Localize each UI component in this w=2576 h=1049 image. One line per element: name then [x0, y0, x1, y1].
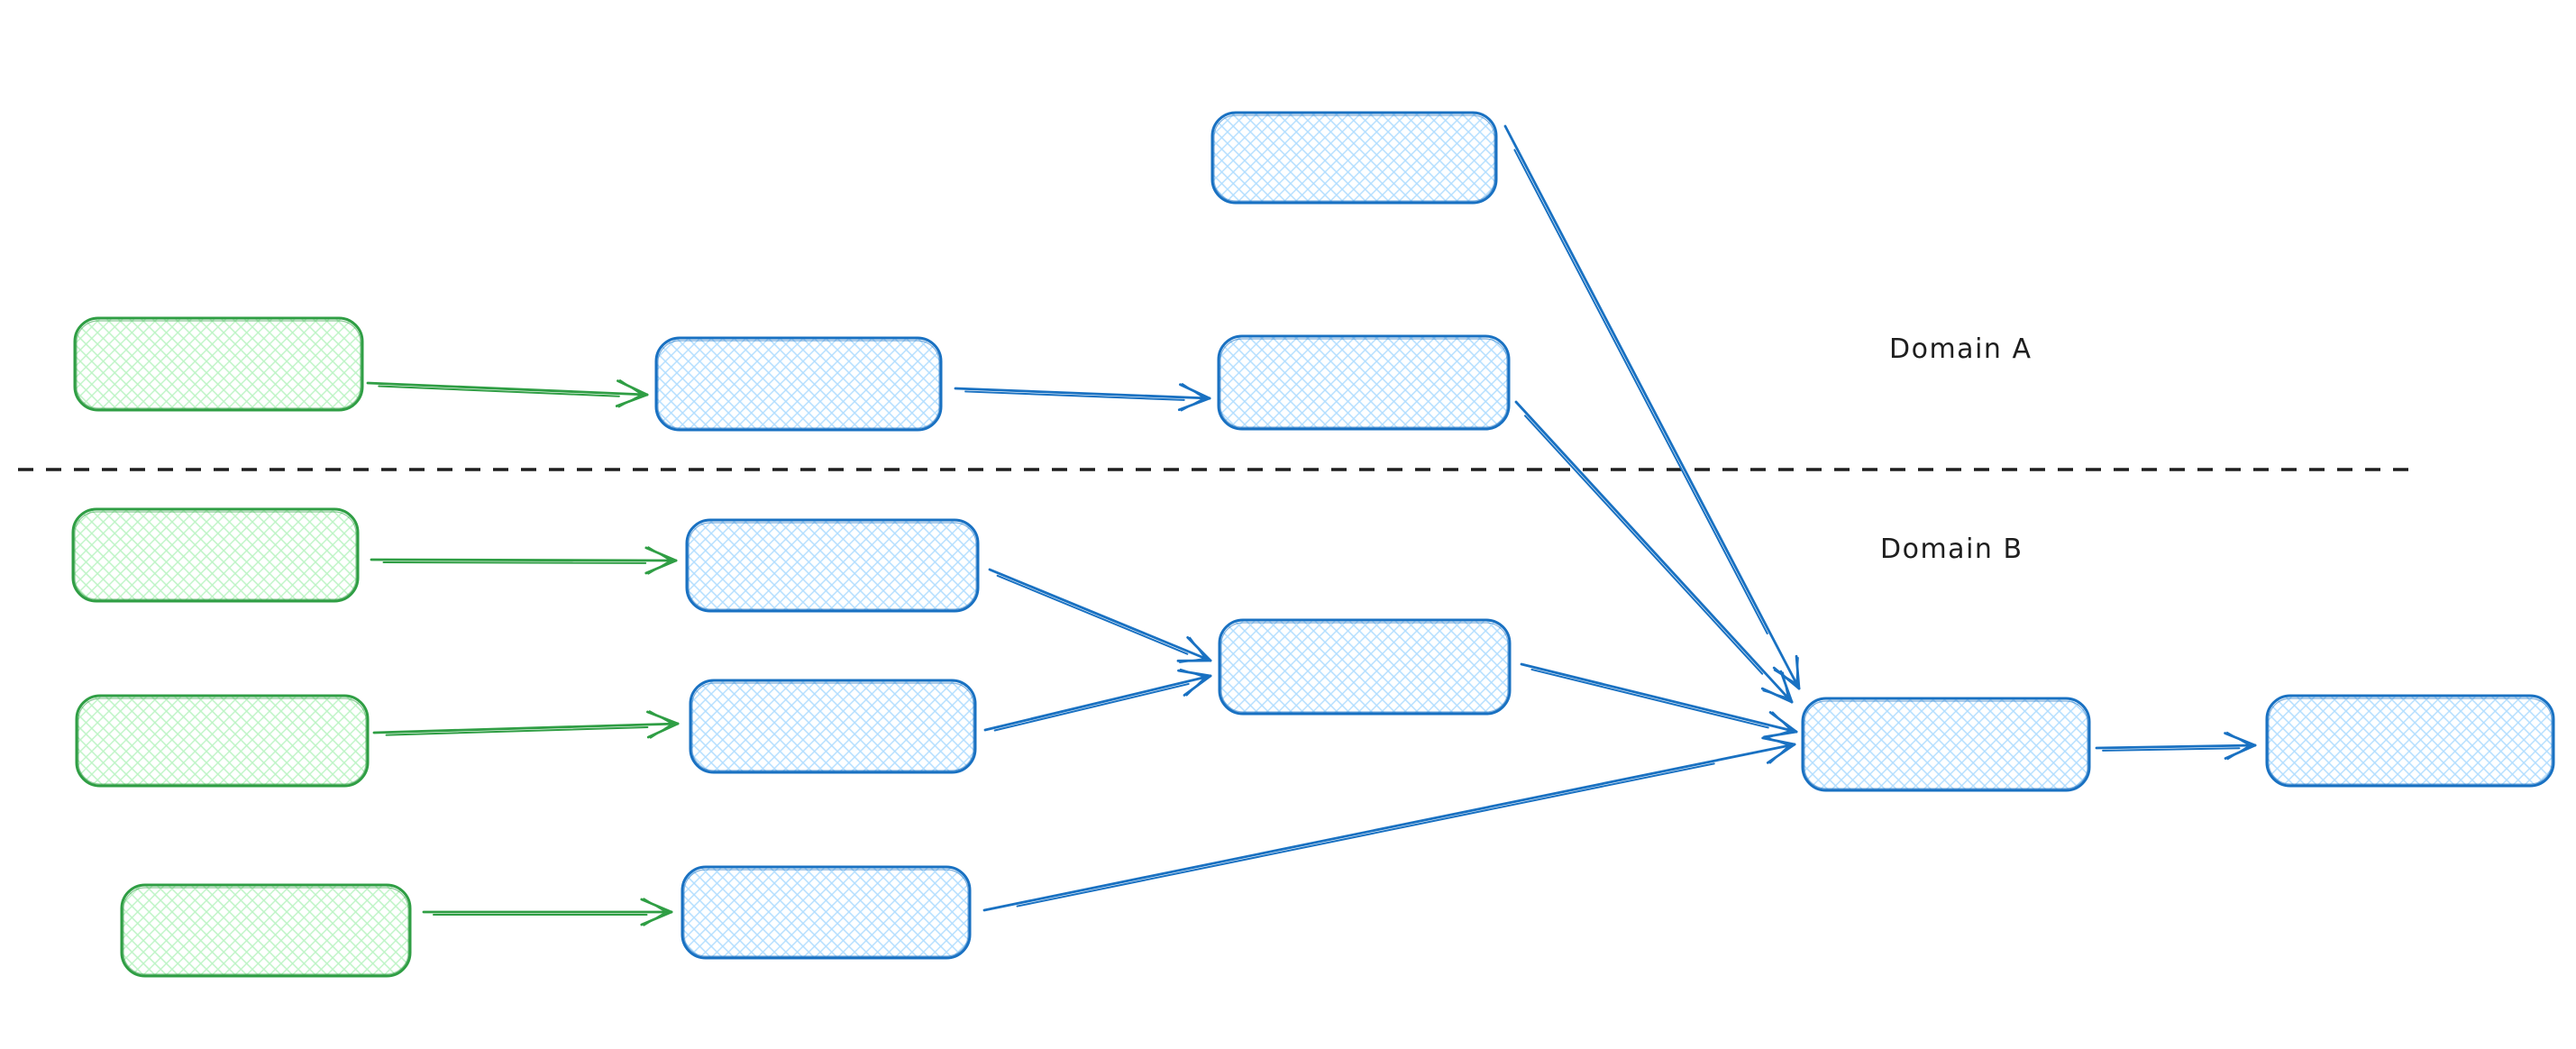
node-box-green-b2	[75, 694, 370, 788]
node-blue-a2	[1217, 334, 1511, 431]
node-box-blue-top	[1210, 111, 1498, 205]
arrow-blue-b3-to-blue-sink	[982, 735, 1796, 912]
node-blue-b2	[689, 679, 977, 774]
node-blue-b1	[685, 518, 980, 613]
node-box-blue-sink	[1801, 697, 2091, 792]
arrow-blue-b2-to-blue-b-mid	[983, 668, 1212, 732]
node-box-green-b3	[120, 883, 412, 978]
node-blue-sink	[1801, 697, 2091, 792]
node-box-blue-final	[2265, 694, 2555, 788]
domain-b-label: Domain B	[1880, 534, 2023, 565]
arrow-blue-top-to-blue-sink	[1503, 124, 1801, 690]
node-box-blue-a1	[654, 336, 943, 432]
node-box-blue-b3	[681, 865, 972, 960]
arrow-blue-b-mid-to-blue-sink	[1520, 662, 1798, 739]
node-green-b2	[75, 694, 370, 788]
arrow-blue-b1-to-blue-b-mid	[988, 568, 1212, 663]
arrow-green-b3-to-blue-b3	[422, 898, 673, 926]
node-box-blue-b1	[685, 518, 980, 613]
domain-a-label: Domain A	[1889, 333, 2032, 365]
node-box-blue-b-mid	[1218, 618, 1512, 716]
arrow-green-a-to-blue-a1	[366, 379, 649, 408]
arrow-blue-a1-to-blue-a2	[954, 383, 1211, 412]
node-box-blue-b2	[689, 679, 977, 774]
node-blue-b3	[681, 865, 972, 960]
arrow-green-b2-to-blue-b2	[372, 710, 680, 739]
node-blue-b-mid	[1218, 618, 1512, 716]
node-green-b1	[71, 507, 360, 603]
node-blue-a1	[654, 336, 943, 432]
arrow-blue-a2-to-blue-sink	[1514, 400, 1794, 704]
node-box-green-b1	[71, 507, 360, 603]
node-blue-top	[1210, 111, 1498, 205]
arrow-green-b1-to-blue-b1	[370, 546, 678, 575]
node-box-green-a	[73, 316, 364, 412]
node-box-blue-a2	[1217, 334, 1511, 431]
arrow-blue-sink-to-blue-final	[2095, 731, 2257, 761]
node-blue-final	[2265, 694, 2555, 788]
node-green-a	[73, 316, 364, 412]
node-green-b3	[120, 883, 412, 978]
